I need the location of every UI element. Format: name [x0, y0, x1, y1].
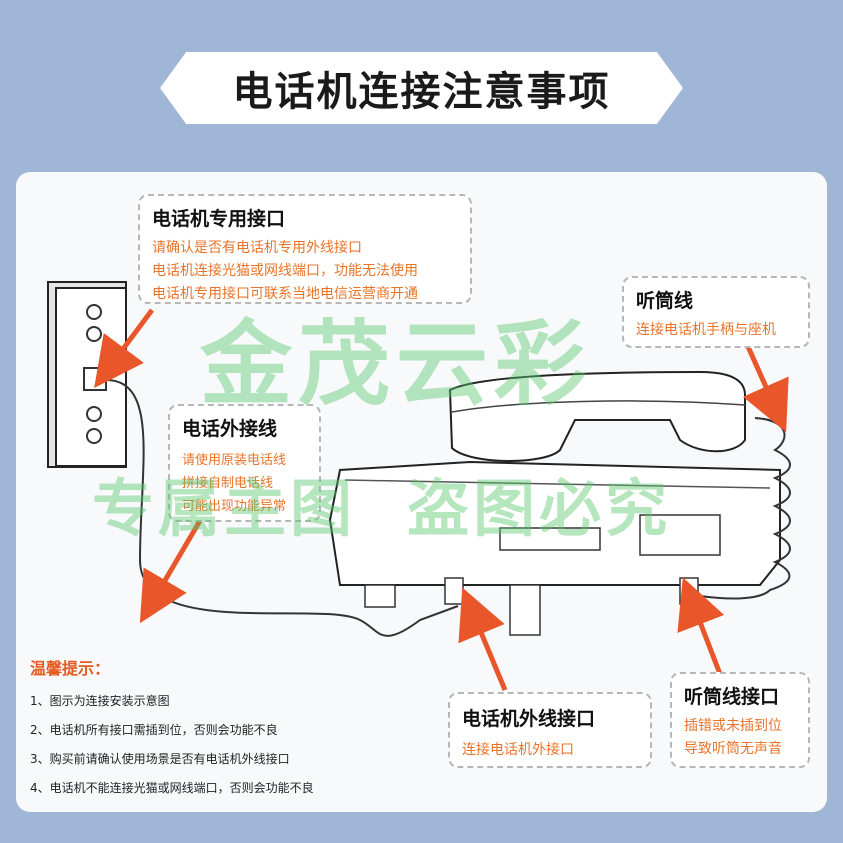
- external-cable: [105, 379, 459, 637]
- external-line-title: 电话外接线: [182, 418, 278, 440]
- dedicated-port-line-1: 请确认是否有电话机专用外线接口: [152, 240, 362, 256]
- external-line-box: 电话外接线 请使用原装电话线 拼接自制电话线 可能出现功能异常: [168, 404, 321, 522]
- wall-socket: [47, 281, 127, 468]
- handset-port-line-2: 导致听筒无声音: [684, 741, 782, 757]
- dedicated-port-line-3: 电话机专用接口可联系当地电信运营商开通: [152, 286, 418, 302]
- tip-item: 2、电话机所有接口需插到位，否则会功能不良: [30, 723, 278, 737]
- dedicated-port-title: 电话机专用接口: [152, 208, 286, 230]
- external-line-line-2: 拼接自制电话线: [182, 476, 274, 491]
- phone-base: [328, 460, 781, 636]
- handset-cord-title: 听筒线: [636, 290, 694, 312]
- handset-cord-line-1: 连接电话机手柄与座机: [636, 322, 776, 338]
- arrow-to-handset-port: [677, 577, 725, 675]
- tip-item: 3、购买前请确认使用场景是否有电话机外线接口: [30, 752, 290, 766]
- arrow-to-wall-port: [94, 308, 155, 389]
- tips-heading: 温馨提示：: [30, 659, 111, 678]
- tip-item: 1、图示为连接安装示意图: [30, 694, 170, 708]
- phone-handset: [448, 370, 746, 462]
- handset-coiled-cord: [699, 417, 791, 600]
- arrow-to-line-port: [458, 587, 508, 691]
- line-port-line-1: 连接电话机外接口: [462, 742, 574, 758]
- tip-item: 4、电话机不能连接光猫或网线端口，否则会功能不良: [30, 781, 314, 795]
- external-line-line-1: 请使用原装电话线: [182, 453, 287, 468]
- line-port-title: 电话机外线接口: [462, 708, 596, 730]
- handset-port-box: 听筒线接口 插错或未插到位 导致听筒无声音: [670, 672, 810, 768]
- line-port-box: 电话机外线接口 连接电话机外接口: [448, 692, 652, 768]
- page-title: 电话机连接注意事项: [232, 69, 611, 115]
- handset-port-line-1: 插错或未插到位: [684, 718, 782, 734]
- dedicated-port-box: 电话机专用接口 请确认是否有电话机专用外线接口 电话机连接光猫或网线端口，功能无…: [138, 194, 472, 304]
- title-banner: 电话机连接注意事项: [160, 52, 683, 124]
- handset-cord-box: 听筒线 连接电话机手柄与座机: [622, 276, 810, 348]
- tips-section: 温馨提示： 1、图示为连接安装示意图 2、电话机所有接口需插到位，否则会功能不良…: [30, 655, 314, 803]
- handset-port-title: 听筒线接口: [684, 686, 780, 708]
- dedicated-port-line-2: 电话机连接光猫或网线端口，功能无法使用: [152, 263, 418, 279]
- external-line-line-3: 可能出现功能异常: [182, 499, 287, 514]
